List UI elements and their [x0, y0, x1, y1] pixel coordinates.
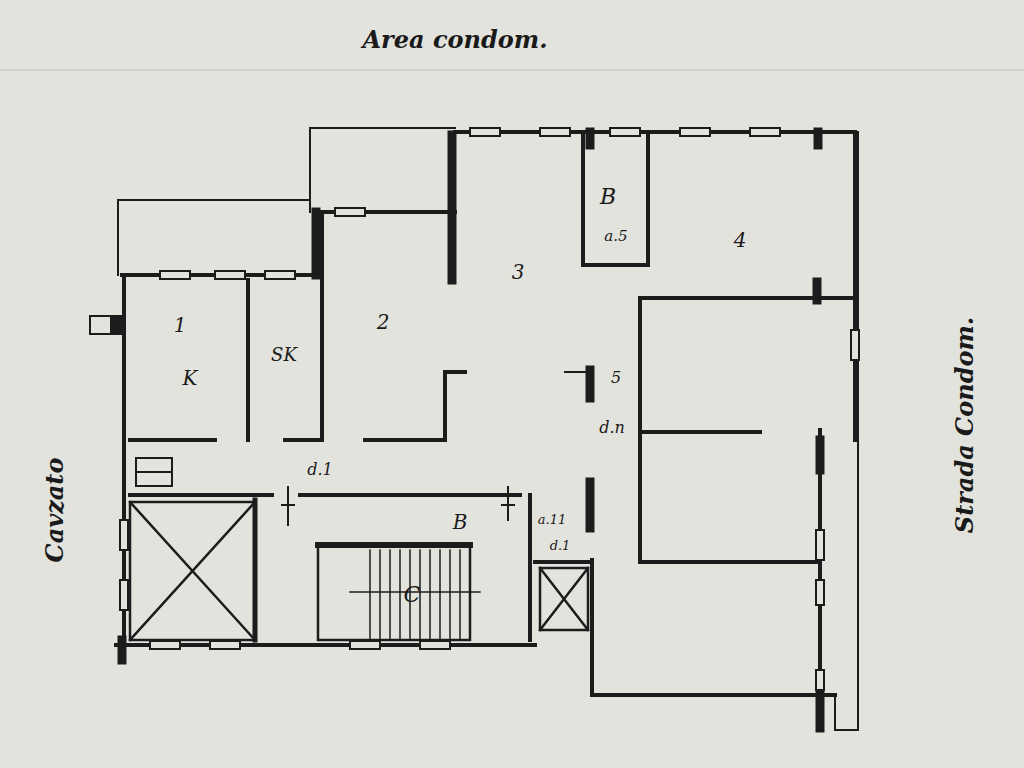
street-label: Strada Condom. — [952, 317, 978, 533]
entrance-mark — [90, 316, 124, 334]
dimension-note: d.1 — [550, 539, 571, 553]
dimension-note: a.5 — [604, 228, 627, 245]
shaft-symbol — [130, 500, 255, 640]
room-number: 1 — [174, 314, 187, 336]
room-number: 2 — [377, 311, 390, 333]
window — [120, 128, 859, 690]
dimension-note: d.n — [599, 419, 625, 437]
room-number: 5 — [611, 369, 621, 387]
room-code: SK — [271, 345, 297, 365]
lift-symbol — [540, 568, 588, 630]
area-label: Area condom. — [362, 27, 547, 53]
door-mark — [282, 372, 592, 525]
fixture-symbol — [136, 458, 172, 486]
column — [122, 132, 820, 728]
dimension-note: a.11 — [538, 513, 566, 527]
balcony-outline — [118, 128, 858, 730]
paper-fold — [0, 69, 1024, 71]
room-number: 3 — [512, 261, 525, 283]
entrance-mark — [110, 316, 124, 334]
room-number: 4 — [734, 229, 747, 251]
room-code: C — [404, 583, 421, 607]
room-code: B — [600, 185, 616, 209]
dimension-note: d.1 — [307, 461, 333, 479]
room-code: B — [453, 511, 468, 533]
stair-symbol — [318, 545, 480, 640]
room-code: K — [183, 367, 198, 389]
wall — [116, 132, 855, 730]
side-label: Cavzato — [42, 458, 68, 563]
